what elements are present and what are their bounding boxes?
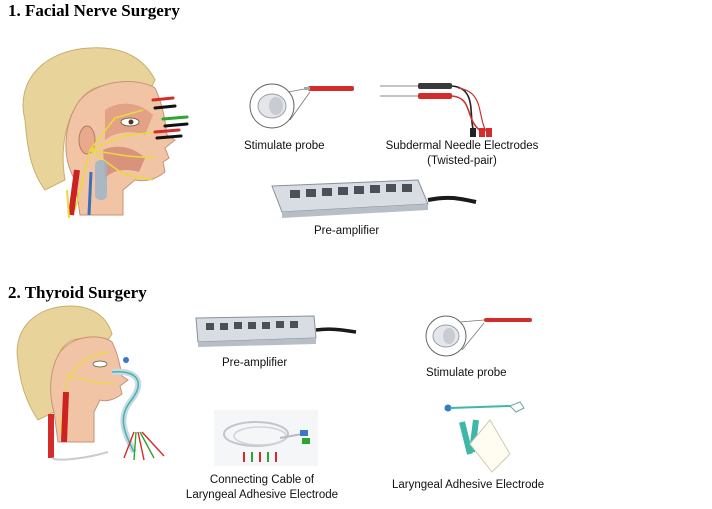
section-1-title: 1. Facial Nerve Surgery <box>8 1 180 20</box>
stimulate-probe-1-icon <box>249 83 354 129</box>
preamplifier-2-caption: Pre-amplifier <box>222 357 288 369</box>
preamplifier-1-icon <box>271 179 477 218</box>
laryngeal-adhesive-electrode-icon <box>444 401 525 473</box>
stimulate-probe-1-caption: Stimulate probe <box>244 140 325 152</box>
section-2-title: 2. Thyroid Surgery <box>8 283 147 302</box>
stimulate-probe-2-caption: Stimulate probe <box>426 367 507 379</box>
subdermal-needle-electrodes-caption: Subdermal Needle Electrodes (Twisted-pai… <box>368 139 556 169</box>
connecting-cable-icon <box>214 410 318 466</box>
stimulate-probe-2-icon <box>425 315 532 357</box>
subdermal-needle-electrodes-icon <box>380 83 492 137</box>
needle-electrodes-line1: Subdermal Needle Electrodes <box>385 140 539 152</box>
preamplifier-1-caption: Pre-amplifier <box>314 225 380 237</box>
laryngeal-adhesive-electrode-caption: Laryngeal Adhesive Electrode <box>392 479 545 491</box>
thyroid-head-illustration <box>16 305 165 461</box>
facial-nerve-head-illustration <box>22 47 189 219</box>
connecting-cable-caption: Connecting Cable of Laryngeal Adhesive E… <box>160 473 364 503</box>
needle-electrodes-line2: (Twisted-pair) <box>427 155 497 167</box>
preamplifier-2-icon <box>195 315 357 347</box>
connecting-cable-line2: Laryngeal Adhesive Electrode <box>185 489 339 501</box>
connecting-cable-line1: Connecting Cable of <box>209 474 315 486</box>
